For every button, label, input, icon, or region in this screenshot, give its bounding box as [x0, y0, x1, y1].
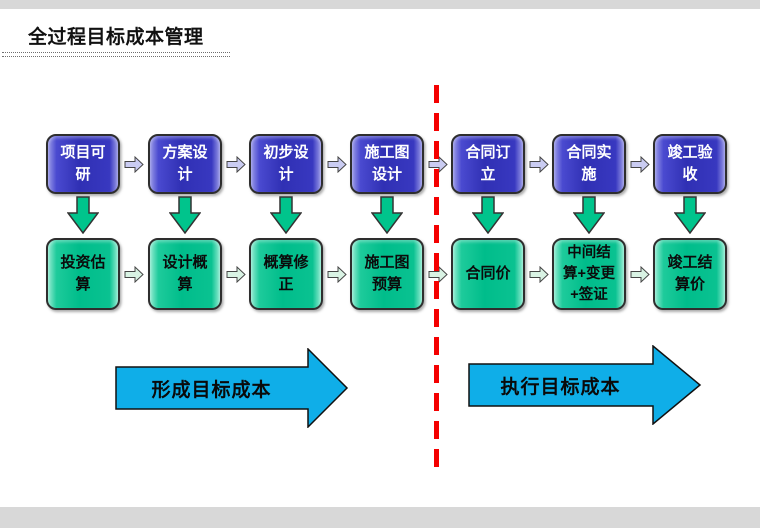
down-flow-arrow-icon — [573, 196, 605, 234]
stage-label-1: 项目可研 — [60, 144, 106, 183]
down-flow-arrow-icon — [371, 196, 403, 234]
cost-box-5: 合同价 — [451, 238, 525, 310]
cost-label-3: 概算修正 — [263, 254, 309, 293]
down-flow-arrow-icon — [67, 196, 99, 234]
summary-arrow-right-label: 执行目标成本 — [500, 376, 621, 398]
stage-box-5: 合同订立 — [451, 134, 525, 194]
phase-divider-line — [434, 85, 439, 477]
cost-box-4: 施工图预算 — [350, 238, 424, 310]
right-flow-arrow-icon — [226, 266, 246, 283]
bottom-edge-band — [0, 507, 760, 528]
stage-label-7: 竣工验收 — [667, 144, 713, 183]
stage-box-7: 竣工验收 — [653, 134, 727, 194]
right-flow-arrow-icon — [630, 156, 650, 173]
right-flow-arrow-icon — [327, 156, 347, 173]
stage-box-2: 方案设计 — [148, 134, 222, 194]
cost-label-7: 竣工结算价 — [667, 254, 713, 293]
stage-label-3: 初步设计 — [263, 144, 309, 183]
down-flow-arrow-icon — [674, 196, 706, 234]
stage-box-3: 初步设计 — [249, 134, 323, 194]
top-edge-band — [0, 0, 760, 9]
cost-box-2: 设计概算 — [148, 238, 222, 310]
title-underline — [2, 52, 230, 57]
summary-arrow-left-label: 形成目标成本 — [151, 379, 272, 401]
right-flow-arrow-icon — [529, 266, 549, 283]
stage-label-5: 合同订立 — [465, 144, 511, 183]
summary-arrow-left: 形成目标成本 — [115, 347, 349, 429]
cost-box-7: 竣工结算价 — [653, 238, 727, 310]
down-flow-arrow-icon — [169, 196, 201, 234]
big-right-arrow-icon — [115, 347, 349, 429]
right-flow-arrow-icon — [124, 156, 144, 173]
summary-arrow-right: 执行目标成本 — [468, 344, 702, 426]
cost-box-1: 投资估算 — [46, 238, 120, 310]
stage-box-1: 项目可研 — [46, 134, 120, 194]
cost-box-6: 中间结算+变更+签证 — [552, 238, 626, 310]
right-flow-arrow-icon — [226, 156, 246, 173]
cost-label-5: 合同价 — [465, 265, 511, 282]
stage-label-4: 施工图设计 — [364, 144, 410, 183]
big-right-arrow-icon — [468, 344, 702, 426]
right-flow-arrow-icon — [327, 266, 347, 283]
stage-box-6: 合同实施 — [552, 134, 626, 194]
stage-box-4: 施工图设计 — [350, 134, 424, 194]
down-flow-arrow-icon — [472, 196, 504, 234]
page-title: 全过程目标成本管理 — [28, 27, 204, 48]
stage-label-6: 合同实施 — [566, 144, 612, 183]
right-flow-arrow-icon — [529, 156, 549, 173]
cost-label-4: 施工图预算 — [364, 254, 410, 293]
down-flow-arrow-icon — [270, 196, 302, 234]
stage-label-2: 方案设计 — [162, 144, 208, 183]
cost-label-2: 设计概算 — [162, 254, 208, 293]
cost-box-3: 概算修正 — [249, 238, 323, 310]
cost-label-1: 投资估算 — [60, 254, 106, 293]
right-flow-arrow-icon — [124, 266, 144, 283]
cost-label-6: 中间结算+变更+签证 — [563, 244, 615, 303]
right-flow-arrow-icon — [630, 266, 650, 283]
